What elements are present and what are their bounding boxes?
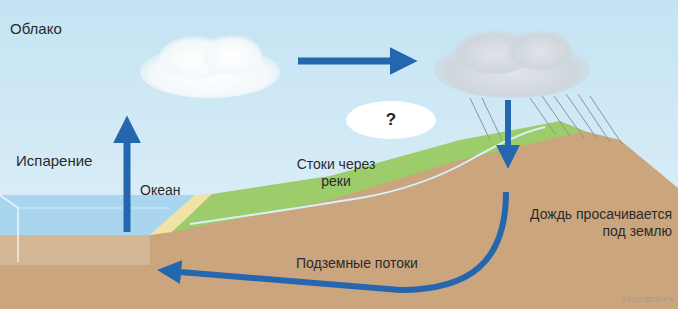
ocean-label: Океан	[140, 182, 200, 199]
watermark: РЕШУВПР.РФ	[610, 295, 674, 305]
rain	[470, 94, 622, 144]
rain-cloud	[434, 30, 590, 98]
wind-arrow	[298, 58, 405, 65]
groundwater-arrow	[168, 192, 506, 290]
river	[190, 127, 545, 224]
groundwater-label: Подземные потоки	[296, 255, 446, 272]
question-ellipse: ?	[346, 101, 436, 139]
river-label: Стоки через реки	[296, 156, 376, 190]
node-text: ?	[386, 110, 396, 130]
block-edge	[18, 208, 170, 209]
cloud	[140, 35, 280, 98]
cloud-label: Облако	[10, 20, 100, 38]
rain-arrow	[505, 100, 511, 158]
block-edge	[0, 195, 18, 262]
block-face	[0, 235, 150, 265]
seepage-label: Дождь просачивается под землю	[516, 206, 672, 240]
ground	[0, 125, 678, 309]
evaporation-label: Испарение	[16, 152, 116, 170]
evaporation-arrow	[124, 128, 131, 232]
